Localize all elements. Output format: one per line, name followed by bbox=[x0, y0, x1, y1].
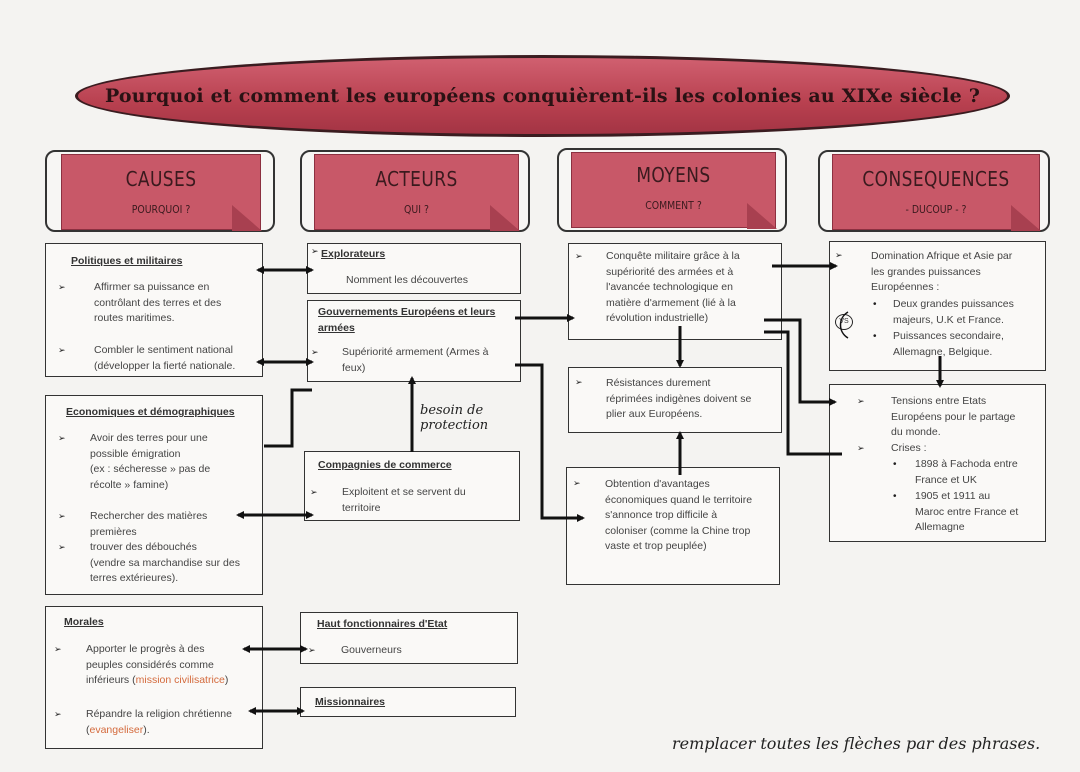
arrow-bullet-icon: ➢ bbox=[575, 377, 583, 387]
section-title-compagnies: Compagnies de commerce bbox=[318, 459, 452, 471]
arrow-gouvernements-obtention bbox=[515, 363, 585, 522]
box-economiques: Economiques et démographiques ➢ Avoir de… bbox=[45, 395, 263, 595]
header-causes: CAUSES POURQUOI ? bbox=[61, 154, 262, 231]
arrow-conquete-tensions-2 bbox=[764, 330, 842, 456]
header-acteurs-subtitle: QUI ? bbox=[404, 203, 429, 216]
arrow-bullet-icon: ➢ bbox=[311, 347, 319, 357]
arrow-conquete-tensions-1 bbox=[764, 318, 837, 406]
header-consequences-frame: CONSEQUENCES - DUCOUP - ? bbox=[818, 150, 1050, 232]
box-missionnaires: Missionnaires bbox=[300, 687, 516, 717]
page-fold-icon bbox=[232, 205, 262, 231]
item-domination-b2: Puissances secondaire,Allemagne, Belgiqu… bbox=[893, 330, 1004, 358]
arrow-bullet-icon: ➢ bbox=[310, 487, 318, 497]
dot-bullet-icon: • bbox=[893, 491, 897, 502]
header-moyens-title: MOYENS bbox=[636, 163, 711, 187]
header-acteurs-title: ACTEURS bbox=[375, 167, 458, 191]
header-causes-subtitle: POURQUOI ? bbox=[131, 203, 191, 216]
header-moyens-frame: MOYENS COMMENT ? bbox=[557, 148, 787, 232]
dot-bullet-icon: • bbox=[873, 331, 877, 342]
header-causes-title: CAUSES bbox=[125, 167, 197, 191]
item-explorateurs: Nomment les découvertes bbox=[346, 274, 468, 286]
arrow-bullet-icon: ➢ bbox=[575, 251, 583, 261]
item-economiques-3: trouver des débouchés(vendre sa marchand… bbox=[90, 541, 240, 584]
section-title-politiques: Politiques et militaires bbox=[71, 255, 183, 267]
item-morales-1: Apporter le progrès à des peuples consid… bbox=[86, 643, 229, 686]
section-title-missionnaires: Missionnaires bbox=[315, 696, 386, 708]
header-consequences: CONSEQUENCES - DUCOUP - ? bbox=[832, 154, 1041, 231]
box-haut-fonctionnaires: Haut fonctionnaires d'Etat ➢ Gouverneurs bbox=[300, 612, 518, 664]
header-moyens-subtitle: COMMENT ? bbox=[645, 199, 702, 212]
arrow-bullet-icon: ➢ bbox=[58, 345, 66, 355]
item-haut: Gouverneurs bbox=[341, 644, 402, 656]
header-causes-frame: CAUSES POURQUOI ? bbox=[45, 150, 275, 232]
highlight-mission: mission civilisatrice bbox=[135, 674, 225, 686]
box-compagnies: Compagnies de commerce ➢ Exploitent et s… bbox=[304, 451, 520, 521]
section-title-explorateurs: Explorateurs bbox=[321, 248, 386, 260]
dot-bullet-icon: • bbox=[893, 459, 897, 470]
header-moyens: MOYENS COMMENT ? bbox=[571, 152, 777, 229]
section-title-economiques: Economiques et démographiques bbox=[66, 406, 235, 418]
title-banner: Pourquoi et comment les européens conqui… bbox=[75, 55, 1010, 137]
item-morales-2: Répandre la religion chrétienne (evangel… bbox=[86, 708, 232, 736]
page-fold-icon bbox=[490, 205, 520, 231]
highlight-evangeliser: evangeliser bbox=[89, 723, 144, 736]
arrow-bullet-icon: ➢ bbox=[835, 250, 843, 260]
dot-bullet-icon: • bbox=[873, 299, 877, 310]
arrow-bullet-icon: ➢ bbox=[58, 433, 66, 443]
page-fold-icon bbox=[1011, 205, 1041, 231]
arrow-bullet-icon: ➢ bbox=[58, 282, 66, 292]
arrow-bullet-icon: ➢ bbox=[857, 396, 865, 406]
header-consequences-title: CONSEQUENCES bbox=[862, 167, 1010, 191]
box-explorateurs: Explorateurs ➢ Nomment les découvertes bbox=[307, 243, 521, 294]
header-consequences-subtitle: - DUCOUP - ? bbox=[905, 203, 967, 216]
header-acteurs-frame: ACTEURS QUI ? bbox=[300, 150, 530, 232]
arrow-bullet-icon: ➢ bbox=[311, 246, 319, 256]
arrow-bullet-icon: ➢ bbox=[308, 645, 316, 655]
arrow-bullet-icon: ➢ bbox=[58, 511, 66, 521]
arrow-bullet-icon: ➢ bbox=[58, 542, 66, 552]
handwritten-note: remplacer toutes les flèches par des phr… bbox=[672, 734, 1041, 753]
page-fold-icon bbox=[747, 203, 777, 229]
header-acteurs: ACTEURS QUI ? bbox=[314, 154, 520, 231]
section-title-morales: Morales bbox=[64, 616, 104, 628]
box-politiques: Politiques et militaires ➢ Affirmer sa p… bbox=[45, 243, 263, 377]
arrow-economiques-gouvernements bbox=[264, 388, 312, 448]
arrow-bullet-icon: ➢ bbox=[54, 709, 62, 719]
arrow-bullet-icon: ➢ bbox=[54, 644, 62, 654]
arrow-bullet-icon: ➢ bbox=[857, 443, 865, 453]
page-title: Pourquoi et comment les européens conqui… bbox=[104, 85, 981, 107]
item-politiques-2: Combler le sentiment national(développer… bbox=[94, 344, 236, 372]
arrow-bullet-icon: ➢ bbox=[573, 478, 581, 488]
vs-arrow-icon bbox=[839, 311, 849, 339]
box-morales: Morales ➢ Apporter le progrès à des peup… bbox=[45, 606, 263, 749]
section-title-haut: Haut fonctionnaires d'Etat bbox=[317, 618, 448, 630]
